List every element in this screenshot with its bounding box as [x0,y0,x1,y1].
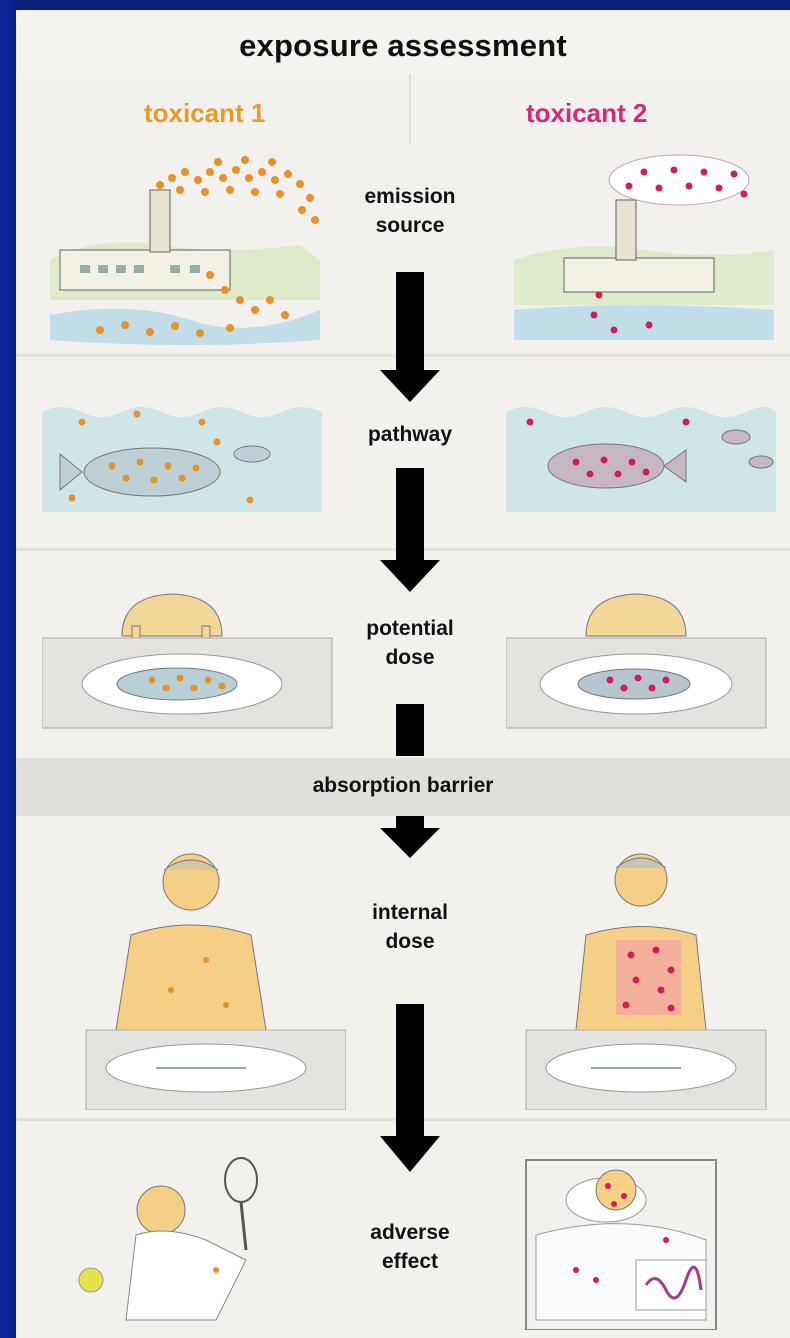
sick-person-toxicant-2 [506,1140,776,1330]
toxicant-2-header: toxicant 2 [526,98,647,129]
arrow-2 [380,468,440,592]
arrow-1 [380,272,440,402]
arrow-4 [380,1004,440,1172]
person-toxicant-2 [506,840,776,1110]
diagram-panel: exposure assessment toxicant 1 toxicant … [16,10,790,1338]
person-toxicant-1 [46,840,346,1110]
stage-label-line: source [310,211,510,240]
fish-in-water-toxicant-2 [506,382,776,532]
fish-in-water-toxicant-1 [42,382,342,532]
column-divider [409,74,411,144]
stage-emission-source: emission source [310,182,510,240]
arrow-3-stem [396,704,424,756]
stage-divider [16,1118,790,1121]
arrow-3-head [380,816,440,858]
stage-divider [16,548,790,551]
factory-illustration-toxicant-2 [504,150,784,350]
stage-divider [16,354,790,357]
factory-illustration-toxicant-1 [40,150,340,350]
plated-fish-toxicant-1 [42,576,342,746]
toxicant-1-header: toxicant 1 [144,98,265,129]
page-title: exposure assessment [16,28,790,64]
plated-fish-toxicant-2 [506,576,776,746]
stage-label-line: emission [310,182,510,211]
healthy-person-toxicant-1 [66,1150,366,1330]
absorption-barrier-band: absorption barrier [16,758,790,816]
absorption-barrier-label: absorption barrier [16,774,790,798]
